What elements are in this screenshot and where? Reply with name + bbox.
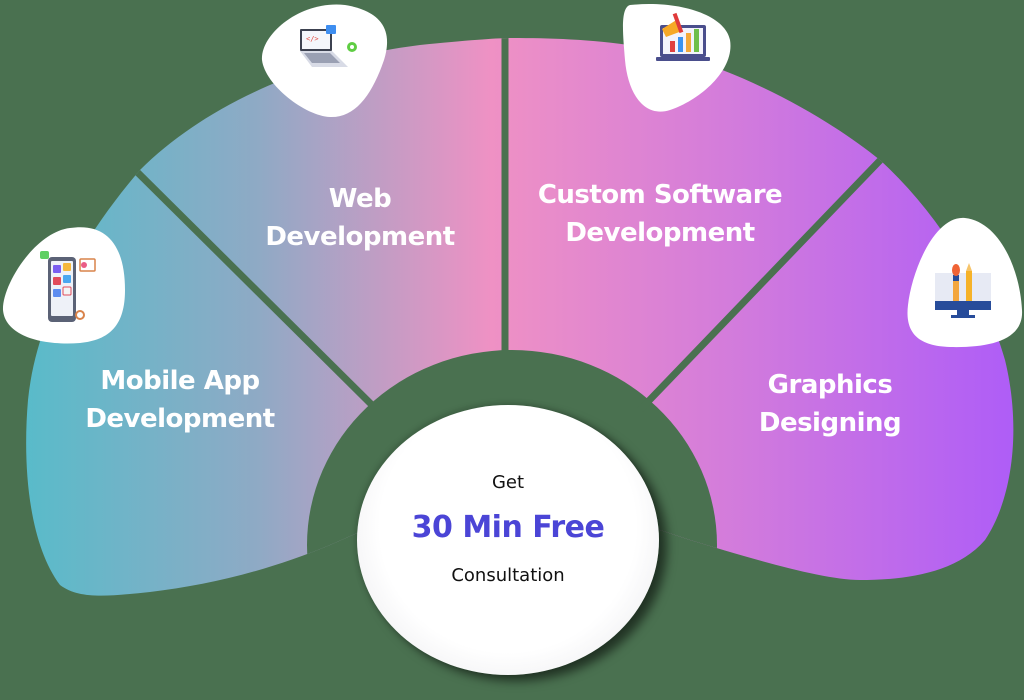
segment-divider-right (637, 147, 893, 413)
smartphone-apps-icon (40, 251, 96, 322)
segment-divider-left (117, 152, 375, 408)
segment-label-software: Custom Software Development (510, 176, 810, 252)
segment-label-line: Web (328, 184, 392, 214)
segment-label-line: Designing (758, 408, 902, 438)
monitor-brush-pencil-icon (935, 263, 991, 318)
segment-label-line: Graphics (767, 370, 893, 400)
segment-label-web: Web Development (240, 180, 480, 256)
segment-label-line: Development (265, 222, 455, 252)
segment-label-line: Development (85, 404, 275, 434)
segment-label-line: Mobile App (100, 366, 260, 396)
consultation-get-text: Get (491, 472, 525, 493)
segment-label-mobile: Mobile App Development (60, 362, 300, 438)
segment-label-line: Development (565, 218, 755, 248)
consultation-label-text: Consultation (451, 565, 565, 586)
segment-label-line: Custom Software (537, 180, 783, 210)
laptop-megaphone-chart-icon (656, 12, 710, 61)
laptop-code-icon: </> (300, 25, 357, 67)
segment-label-graphics: Graphics Designing (720, 366, 940, 442)
free-consultation-badge[interactable]: Get 30 Min Free Consultation (357, 405, 659, 675)
svg-text:</>: </> (306, 35, 319, 43)
consultation-highlight-text: 30 Min Free (411, 510, 605, 545)
